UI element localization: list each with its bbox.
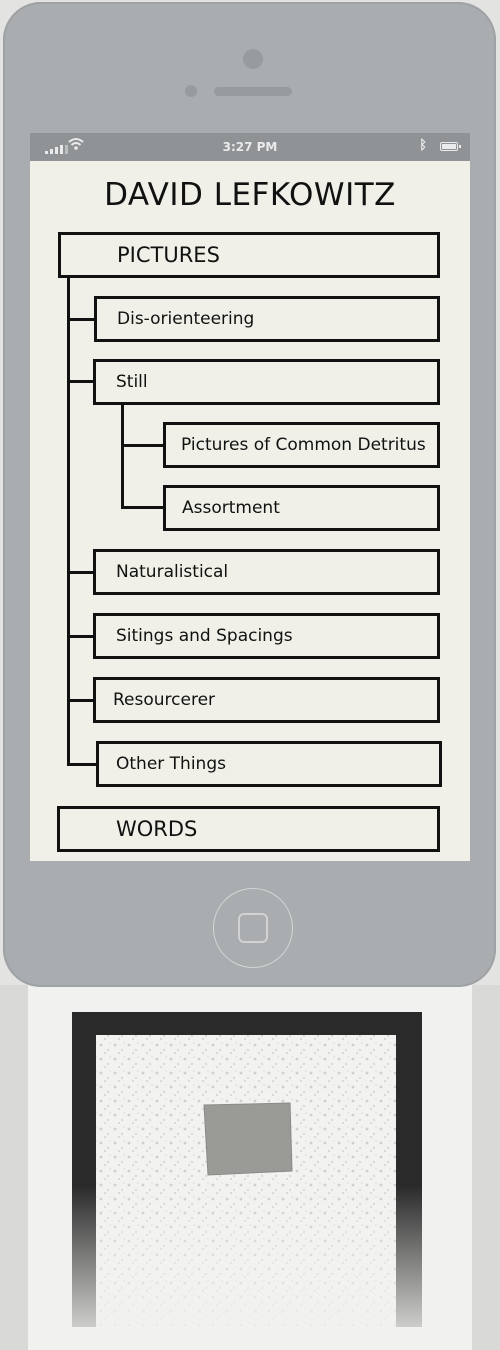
nav-assortment[interactable]: Assortment — [163, 485, 440, 531]
nav-label: Resourcerer — [113, 690, 216, 710]
nav-label: Dis-orienteering — [117, 309, 255, 329]
status-time: 3:27 PM — [222, 140, 278, 154]
nav-still[interactable]: Still — [93, 359, 440, 405]
nav-sitings-and-spacings[interactable]: Sitings and Spacings — [93, 613, 440, 659]
nav-label: Other Things — [116, 754, 226, 774]
tree-line-still — [121, 405, 124, 509]
nav-label: Sitings and Spacings — [116, 626, 293, 646]
status-bar: 3:27 PM ᛒ — [30, 133, 470, 161]
tree-branch — [121, 444, 164, 447]
tree-branch — [67, 571, 95, 574]
sensor-icon — [185, 85, 197, 97]
artwork-card — [28, 985, 472, 1350]
phone-screen: 3:27 PM ᛒ DAVID LEFKOWITZ PICTURES Dis-o… — [30, 133, 470, 861]
tree-branch — [67, 380, 95, 383]
signal-icon — [45, 142, 68, 154]
nav-label: Assortment — [182, 498, 280, 518]
nav-label: WORDS — [116, 817, 198, 841]
artwork-image — [28, 985, 472, 1350]
nav-label: Still — [116, 372, 148, 392]
left-margin — [0, 985, 28, 1350]
nav-label: PICTURES — [117, 243, 220, 267]
site-title: DAVID LEFKOWITZ — [104, 177, 396, 213]
home-button-icon — [238, 913, 268, 943]
tree-branch — [67, 318, 95, 321]
wifi-icon — [68, 138, 84, 150]
camera-icon — [243, 49, 263, 69]
tree-branch — [67, 699, 95, 702]
tree-line-main — [67, 276, 70, 766]
speaker-grille — [214, 87, 292, 96]
tree-branch — [67, 635, 95, 638]
tree-branch — [121, 506, 164, 509]
nav-resourcerer[interactable]: Resourcerer — [93, 677, 440, 723]
nav-pictures[interactable]: PICTURES — [58, 232, 440, 278]
nav-words[interactable]: WORDS — [57, 806, 440, 852]
bluetooth-icon: ᛒ — [419, 138, 427, 153]
nav-dis-orienteering[interactable]: Dis-orienteering — [94, 296, 440, 342]
home-button[interactable] — [213, 888, 293, 968]
nav-pictures-of-common-detritus[interactable]: Pictures of Common Detritus — [163, 422, 440, 468]
nav-other-things[interactable]: Other Things — [96, 741, 442, 787]
right-margin — [472, 985, 500, 1350]
nav-label: Naturalistical — [116, 562, 229, 582]
battery-icon — [440, 142, 461, 151]
nav-naturalistical[interactable]: Naturalistical — [93, 549, 440, 595]
tree-branch — [67, 763, 97, 766]
nav-label: Pictures of Common Detritus — [181, 435, 426, 455]
